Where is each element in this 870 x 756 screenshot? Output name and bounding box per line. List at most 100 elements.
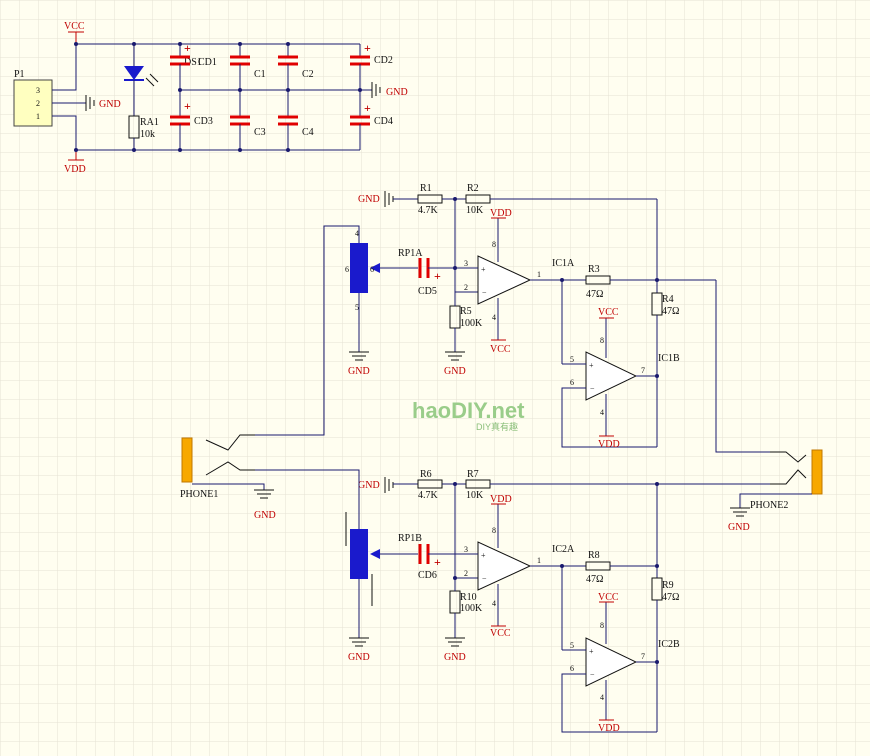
phone1-jack: PHONE1 GND xyxy=(180,434,276,521)
r4-value: 47Ω xyxy=(662,306,679,317)
r4-label: R4 xyxy=(662,294,674,305)
gnd-rp1a: GND xyxy=(348,366,370,377)
rp1a-wiper-pin: 6 xyxy=(370,265,374,274)
r2-label: R2 xyxy=(467,183,479,194)
p1-header xyxy=(13,79,53,127)
vdd-ic1b: VDD xyxy=(598,439,620,450)
p1-label: P1 xyxy=(14,69,25,80)
vcc-label-top: VCC xyxy=(64,21,85,32)
rp1a-pin4: 4 xyxy=(355,229,359,238)
gnd-label-power: GND xyxy=(386,87,408,98)
cd1-plus: + xyxy=(184,41,191,55)
ic2b-pin8: 8 xyxy=(600,621,604,630)
channel-1: GND R1 4.7K R2 10K + − 3 2 1 IC1A 8 VDD xyxy=(255,183,782,453)
ic2b-pin5: 5 xyxy=(570,641,574,650)
vdd-ic2b: VDD xyxy=(598,723,620,734)
c3-label: C3 xyxy=(254,127,266,138)
cd3-label: CD3 xyxy=(194,116,213,127)
cd4-plus: + xyxy=(364,101,371,115)
ic1a-pin4: 4 xyxy=(492,313,496,322)
gnd-r10: GND xyxy=(444,652,466,663)
gnd-label-r6: GND xyxy=(358,480,380,491)
r6-value: 4.7K xyxy=(418,490,439,501)
r2-value: 10K xyxy=(466,205,484,216)
phone2-jack: PHONE2 GND xyxy=(728,449,823,533)
c2-label: C2 xyxy=(302,69,314,80)
r8-value: 47Ω xyxy=(586,574,603,585)
vcc-ic1a: VCC xyxy=(490,344,511,355)
cd1-label: CD1 xyxy=(198,57,217,68)
ic1b-pin5: 5 xyxy=(570,355,574,364)
rp1a-wiper-icon xyxy=(370,263,380,273)
r1-label: R1 xyxy=(420,183,432,194)
vcc-ic2b: VCC xyxy=(598,592,619,603)
ic2b-label: IC2B xyxy=(658,639,680,650)
cd3-plus: + xyxy=(184,99,191,113)
r3-label: R3 xyxy=(588,264,600,275)
ic2a-minus: − xyxy=(482,574,487,583)
gnd-phone2: GND xyxy=(728,522,750,533)
ic1b-pin6: 6 xyxy=(570,378,574,387)
rp1a-label: RP1A xyxy=(398,248,423,259)
ic2a-pin1: 1 xyxy=(537,556,541,565)
r9-value: 47Ω xyxy=(662,592,679,603)
phone2-label: PHONE2 xyxy=(750,500,788,511)
ic2b-minus: − xyxy=(590,670,595,679)
ic2a-pin4: 4 xyxy=(492,599,496,608)
phone2-body xyxy=(811,449,823,495)
watermark-sub: DIY真有趣 xyxy=(476,421,518,432)
r7-value: 10K xyxy=(466,490,484,501)
rp1a-pot xyxy=(350,243,368,293)
ra1-label: RA1 xyxy=(140,117,159,128)
vdd-ic2a: VDD xyxy=(490,494,512,505)
ic2a-plus: + xyxy=(481,551,486,560)
r3-value: 47Ω xyxy=(586,289,603,300)
ic1b-pin8: 8 xyxy=(600,336,604,345)
p1-pin2: 2 xyxy=(36,99,40,108)
rp1a-pin6: 6 xyxy=(345,265,349,274)
gnd-label-r1: GND xyxy=(358,194,380,205)
ic2b-plus: + xyxy=(589,647,594,656)
r10-label: R10 xyxy=(460,592,477,603)
ic1a-pin3: 3 xyxy=(464,259,468,268)
r7-label: R7 xyxy=(467,469,479,480)
led-icon xyxy=(124,66,144,80)
cd6-label: CD6 xyxy=(418,570,437,581)
cd2-plus: + xyxy=(364,41,371,55)
ic2a-pin2: 2 xyxy=(464,569,468,578)
r1-value: 4.7K xyxy=(418,205,439,216)
cd2-label: CD2 xyxy=(374,55,393,66)
vcc-ic1b: VCC xyxy=(598,307,619,318)
ic1a-plus: + xyxy=(481,265,486,274)
cd5-plus: + xyxy=(434,269,441,283)
c1-label: C1 xyxy=(254,69,266,80)
ic2a-label: IC2A xyxy=(552,544,575,555)
rp1b-wiper-icon xyxy=(370,549,380,559)
r5-label: R5 xyxy=(460,306,472,317)
r9-label: R9 xyxy=(662,580,674,591)
r5-value: 100K xyxy=(460,318,483,329)
vcc-ic2a: VCC xyxy=(490,628,511,639)
ic1b-minus: − xyxy=(590,384,595,393)
ic1a-pin2: 2 xyxy=(464,283,468,292)
ic2b-pin6: 6 xyxy=(570,664,574,673)
ic2a-pin3: 3 xyxy=(464,545,468,554)
ic1b-pin7: 7 xyxy=(641,366,645,375)
r6-label: R6 xyxy=(420,469,432,480)
ic2b-pin7: 7 xyxy=(641,652,645,661)
ic2b-pin4: 4 xyxy=(600,693,604,702)
ic1b-label: IC1B xyxy=(658,353,680,364)
rp1b-pot xyxy=(350,529,368,579)
phone1-body xyxy=(181,437,193,483)
rp1a-pin5: 5 xyxy=(355,303,359,312)
channel-2: GND R6 4.7K R7 10K + − 3 2 1 IC2A 8 VDD … xyxy=(255,469,770,734)
ic1b-pin4: 4 xyxy=(600,408,604,417)
ic1a-pin1: 1 xyxy=(537,270,541,279)
gnd-r5: GND xyxy=(444,366,466,377)
phone1-label: PHONE1 xyxy=(180,489,218,500)
cd4-label: CD4 xyxy=(374,116,393,127)
r8-label: R8 xyxy=(588,550,600,561)
ic1a-label: IC1A xyxy=(552,258,575,269)
